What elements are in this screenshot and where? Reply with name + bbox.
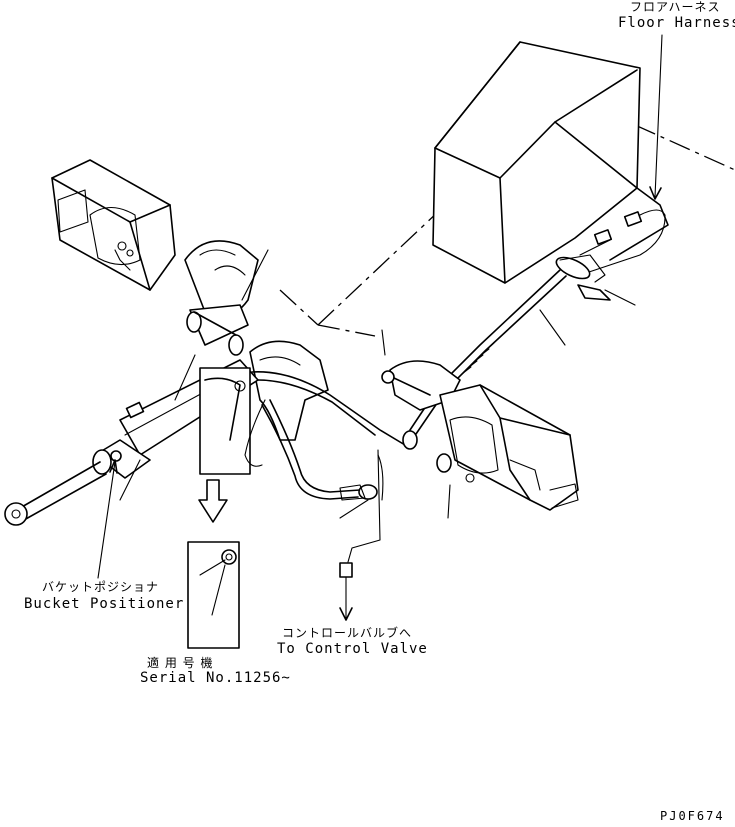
serial-label-jp: 適 用 号 機 (147, 656, 214, 670)
floor-harness-connectors (579, 209, 666, 276)
detail-inset (187, 541, 240, 649)
control-valve-label-jp: コントロールバルブへ (282, 626, 413, 640)
floor-harness-arrow (649, 34, 663, 200)
bucket-positioner-label-en: Bucket Positioner (24, 596, 185, 612)
control-valve-label-en: To Control Valve (277, 641, 428, 657)
floor-harness-label-jp: フロアハーネス (630, 0, 721, 14)
drawing-code: PJ0F674 (660, 809, 725, 823)
harness-clamp (555, 254, 611, 301)
serial-label-en: Serial No.11256~ (140, 670, 291, 686)
center-pivot-body (249, 340, 329, 441)
left-pivot-bracket (184, 240, 259, 356)
detail-arrow (198, 479, 228, 523)
floor-harness-label-en: Floor Harness (618, 15, 735, 31)
right-console (439, 384, 579, 511)
detail-frame-small (199, 367, 251, 475)
control-valve-wire (339, 449, 381, 621)
left-console (51, 159, 176, 291)
leader-lines (119, 249, 636, 519)
harness-grommets (377, 430, 452, 501)
bucket-positioner-label-jp: バケットポジショナ (42, 580, 160, 594)
bucket-positioner-arrow (97, 459, 118, 579)
pivot-harness (244, 371, 411, 501)
cab-box (432, 41, 669, 284)
